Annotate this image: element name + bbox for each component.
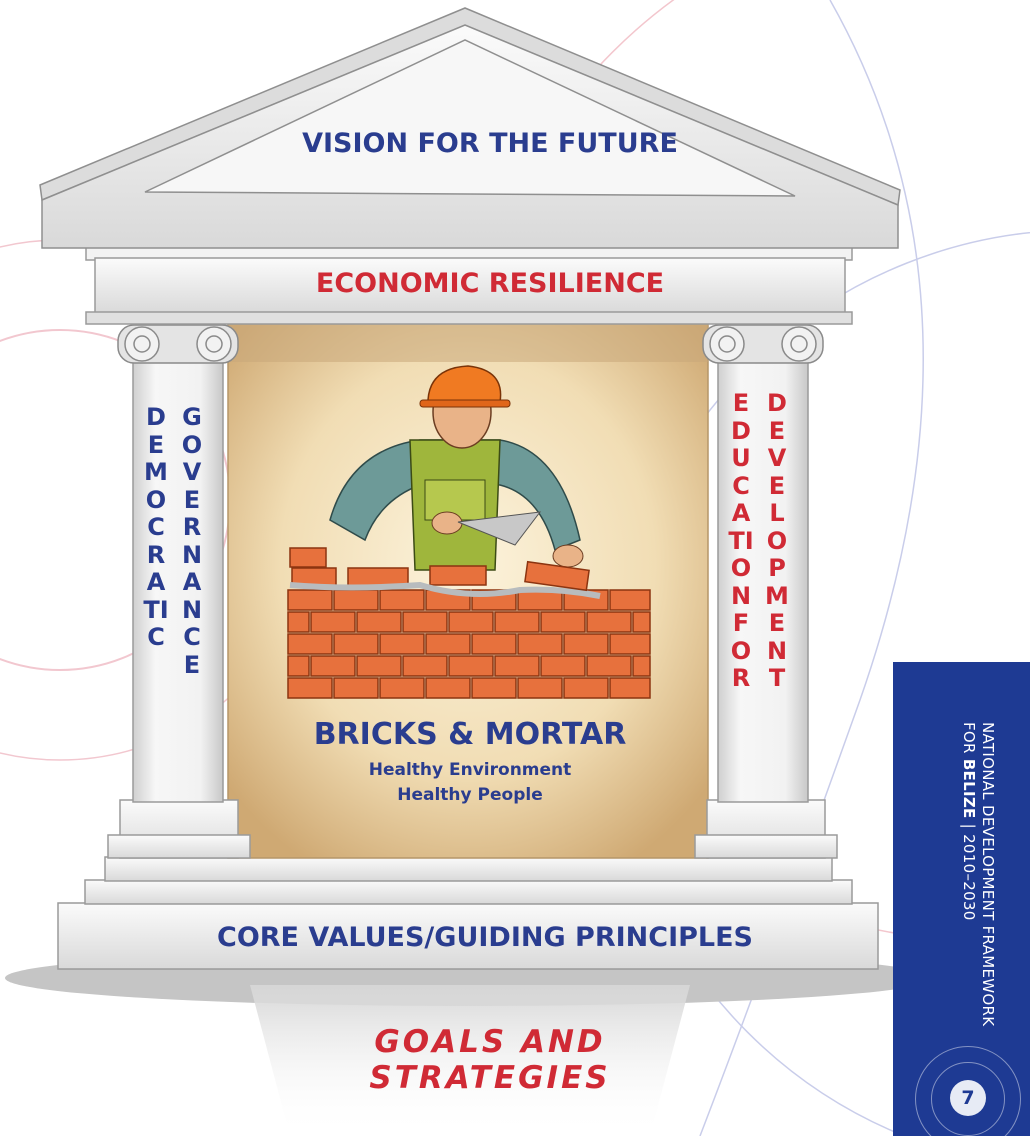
foundation-line-2: STRATEGIES (369, 1060, 611, 1096)
brick (289, 547, 327, 568)
brick (563, 677, 609, 699)
right-pillar-word2: DEVELOPMENT (765, 389, 789, 692)
center-subtitle-2: Healthy People (397, 785, 543, 805)
brick (540, 611, 586, 633)
brick (333, 589, 379, 611)
pediment (39, 7, 901, 249)
brick (448, 655, 494, 677)
brick (379, 633, 425, 655)
brick (310, 611, 356, 633)
brick (379, 677, 425, 699)
brick (402, 655, 448, 677)
brick (429, 565, 487, 586)
brick (287, 589, 333, 611)
brick (333, 677, 379, 699)
base-label: CORE VALUES/GUIDING PRINCIPLES (217, 922, 753, 953)
brick (517, 633, 563, 655)
brick (310, 655, 356, 677)
ionic-capital-icon (702, 324, 824, 364)
foundation-line-1: GOALS AND (374, 1024, 606, 1060)
brick (356, 655, 402, 677)
brick (609, 633, 651, 655)
brick (287, 611, 310, 633)
sidebar-for: FOR (960, 722, 978, 759)
brick (287, 655, 310, 677)
center-title: BRICKS & MORTAR (313, 717, 627, 752)
brick (333, 633, 379, 655)
bricklayer-illustration (287, 365, 651, 699)
brick (609, 589, 651, 611)
brick (540, 655, 586, 677)
brick (287, 633, 333, 655)
brick (563, 633, 609, 655)
sidebar-line-1: NATIONAL DEVELOPMENT FRAMEWORK (979, 722, 997, 1027)
left-pillar-word2: GOVERNANCE (181, 403, 203, 679)
sidebar-line-2: FOR BELIZE | 2010–2030 (959, 722, 978, 1026)
center-subtitle-1: Healthy Environment (368, 760, 572, 780)
sidebar-country: BELIZE (960, 758, 978, 819)
brick (632, 655, 651, 677)
brick (402, 611, 448, 633)
brick (517, 677, 563, 699)
sidebar-years: | 2010–2030 (960, 818, 978, 921)
right-pillar-word1: EDUCATION FOR (728, 389, 754, 692)
brick (471, 677, 517, 699)
brick (379, 589, 425, 611)
entablature (85, 245, 853, 325)
brick (586, 655, 632, 677)
sidebar-title: NATIONAL DEVELOPMENT FRAMEWORK FOR BELIZ… (959, 722, 997, 1026)
brick (425, 633, 471, 655)
brick (632, 611, 651, 633)
brick (425, 677, 471, 699)
foundation-label: GOALS AND STRATEGIES (300, 1024, 680, 1096)
brick (287, 677, 333, 699)
temple-steps (57, 856, 879, 970)
ionic-capital-icon (117, 324, 239, 364)
brick (609, 677, 651, 699)
brick (494, 655, 540, 677)
brick (471, 633, 517, 655)
page-number-badge: 7 (950, 1080, 986, 1116)
pediment-label: VISION FOR THE FUTURE (302, 128, 678, 159)
brick (448, 611, 494, 633)
document-sidebar: NATIONAL DEVELOPMENT FRAMEWORK FOR BELIZ… (893, 662, 1030, 1136)
decorative-ring (915, 1046, 1021, 1136)
entablature-label: ECONOMIC RESILIENCE (315, 268, 665, 299)
brick (494, 611, 540, 633)
left-pillar-word1: DEMOCRATIC (143, 403, 169, 651)
right-column (694, 361, 838, 859)
brick (586, 611, 632, 633)
brick (356, 611, 402, 633)
